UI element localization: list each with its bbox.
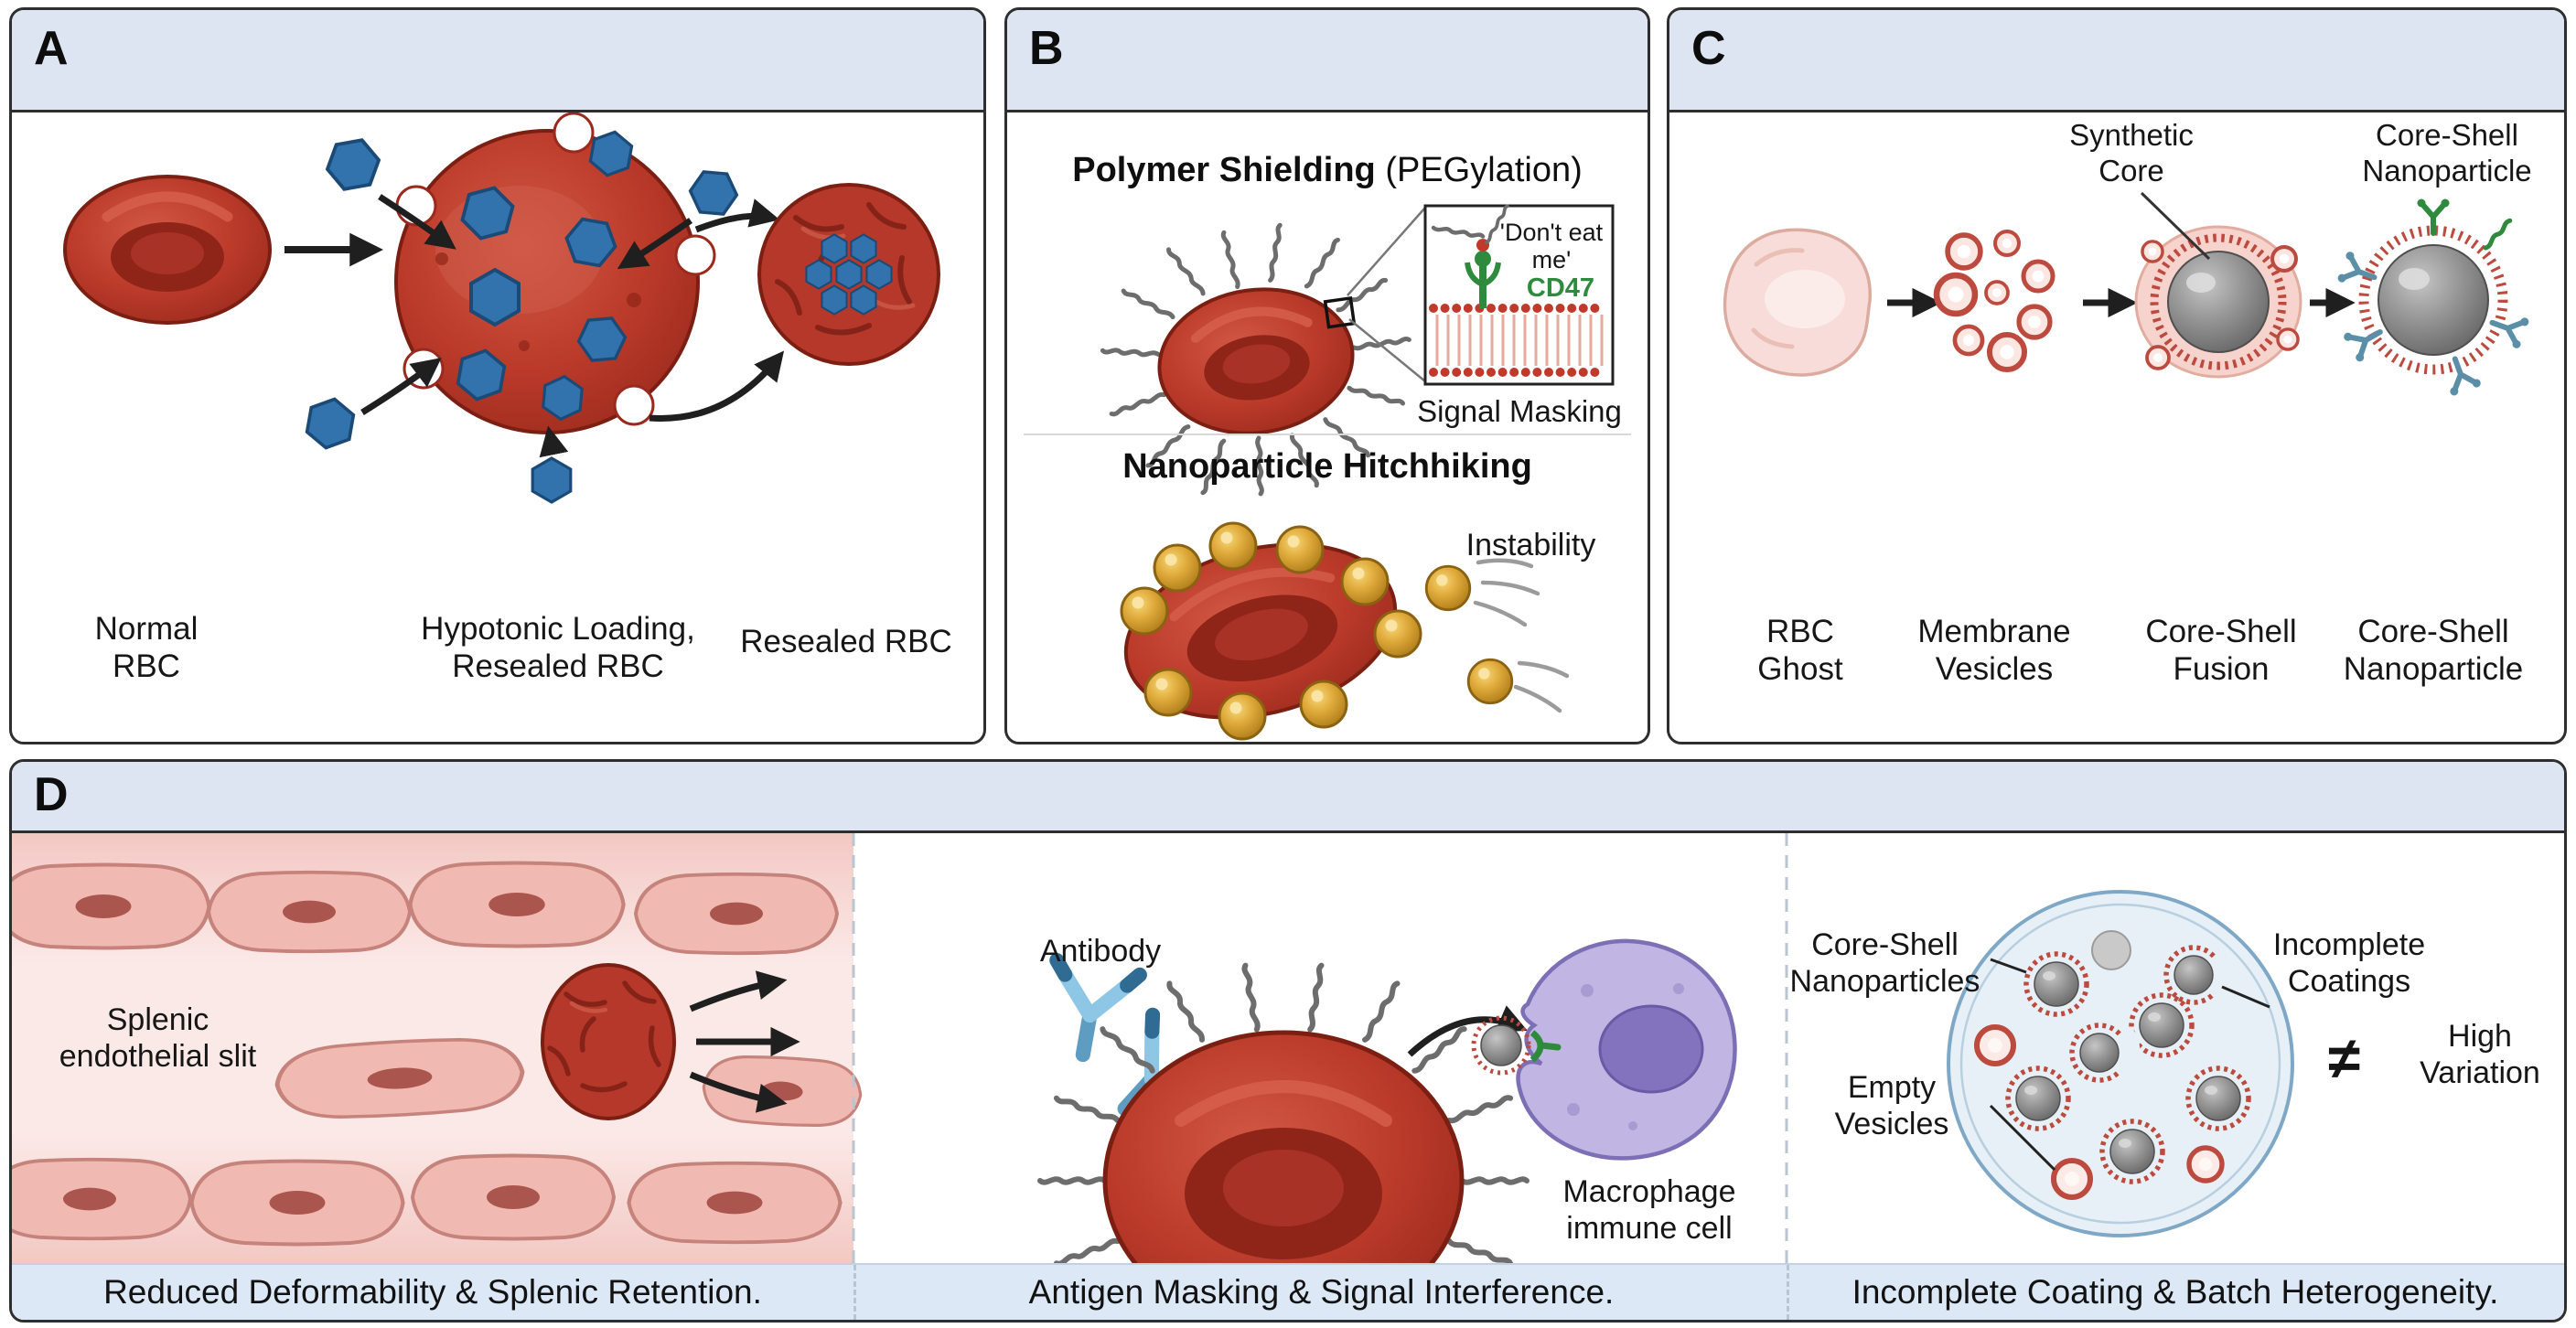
panel-d: D (9, 759, 2567, 1323)
membrane-vesicles-label: Membrane Vesicles (1917, 614, 2071, 688)
core-shell-top-label: Core-Shell Nanoparticle (2362, 118, 2532, 187)
caption-row: Reduced Deformability & Splenic Retentio… (12, 1263, 2564, 1320)
panel-a-letter: A (34, 22, 69, 75)
phagocytosis-arrow-icon (1407, 1005, 1528, 1057)
membrane-vesicles-icon (1937, 231, 2053, 369)
uncoated-core-icon (2091, 930, 2131, 970)
dish-pointer-lines (1989, 958, 2270, 1172)
pegylated-rbc-icon (1089, 209, 1428, 513)
resealed-rbc-label: Resealed RBC (740, 624, 952, 659)
panel-d-header: D (12, 762, 2564, 833)
macrophage-icon (1471, 938, 1737, 1161)
panel-c: C (1667, 7, 2567, 744)
normal-rbc-icon (63, 175, 272, 325)
squeezing-rbc-icon (541, 963, 676, 1120)
polymer-shielding-title-rest: (PEGylation) (1375, 151, 1583, 189)
panel-b-illustration (1024, 203, 1631, 741)
cd47-inset-icon (1423, 203, 1615, 386)
caption-batch-heterogeneity: Incomplete Coating & Batch Heterogeneity… (1787, 1265, 2561, 1320)
empty-vesicle-icon (2189, 1148, 2222, 1181)
pegylated-rbc-large-icon (1040, 965, 1527, 1263)
macrophage-label: Macrophage immune cell (1562, 1174, 1736, 1247)
empty-vesicle-icon (1977, 1027, 2013, 1064)
panel-c-illustration (1723, 191, 2564, 742)
normal-rbc-label: Normal RBC (94, 611, 199, 685)
instability-lines-icon (1473, 558, 1570, 713)
splenic-slit-illustration (12, 833, 864, 1263)
antibody-label: Antibody (1039, 934, 1162, 969)
panel-a-illustration (63, 112, 940, 504)
panel-a-header: A (12, 10, 983, 112)
panel-c-letter: C (1691, 22, 1726, 75)
empty-vesicles-label: Empty Vesicles (1834, 1070, 1949, 1142)
panel-a: A (9, 7, 986, 744)
synthetic-core-pointer (2140, 191, 2211, 261)
panel-d-letter: D (34, 768, 69, 821)
incomplete-coating-icon (2069, 1023, 2141, 1083)
dont-eat-me-label: 'Don't eat me' (1499, 219, 1604, 274)
panel-b-header: B (1007, 10, 1648, 112)
resealed-rbc-icon (757, 183, 940, 366)
rbc-ghost-label: RBC Ghost (1757, 614, 1843, 688)
flow-arrows-icon (689, 970, 800, 1113)
panel-d-illustration (12, 833, 2294, 1263)
hitchhiking-rbc-icon (1123, 542, 1398, 720)
hitchhiking-title: Nanoparticle Hitchhiking (1122, 447, 1532, 486)
core-shell-fusion-icon (2134, 225, 2302, 379)
core-shell-nanoparticles-label: Core-Shell Nanoparticles (1789, 927, 1980, 1000)
not-equal-symbol: ≠ (2328, 1025, 2361, 1091)
instability-label: Instability (1465, 528, 1596, 562)
caption-antigen-masking: Antigen Masking & Signal Interference. (853, 1265, 1787, 1320)
core-shell-nanoparticle-label: Core-Shell Nanoparticle (2343, 614, 2524, 688)
core-shell-fusion-label: Core-Shell Fusion (2145, 614, 2297, 688)
signal-masking-label: Signal Masking (1417, 394, 1622, 428)
panel-b: B (1004, 7, 1650, 744)
loading-arrows-icon (360, 194, 785, 458)
rbc-ghost-icon (1723, 228, 1872, 377)
empty-vesicle-icon (2054, 1161, 2090, 1197)
high-variation-label: High Variation (2420, 1019, 2540, 1091)
zoom-lines-icon (1347, 207, 1426, 382)
cd47-label: CD47 (1526, 273, 1595, 303)
caption-splenic-retention: Reduced Deformability & Splenic Retentio… (103, 1273, 762, 1311)
polymer-shielding-title-bold: Polymer Shielding (1072, 151, 1376, 189)
engulfed-particle-icon (1471, 1015, 1562, 1076)
core-shell-nanoparticle-icon (2336, 199, 2529, 397)
panel-c-header: C (1669, 10, 2564, 112)
cd47-receptor-icon (1465, 239, 1501, 308)
splenic-slit-label: Splenic endothelial slit (59, 1002, 257, 1075)
zoom-box-icon (1323, 295, 1357, 329)
hypotonic-loading-label: Hypotonic Loading, Resealed RBC (421, 611, 695, 685)
panel-b-letter: B (1029, 22, 1064, 75)
incomplete-coatings-label: Incomplete Coatings (2272, 927, 2426, 1000)
hypotonic-rbc-icon (394, 112, 716, 434)
batch-dish-icon (1947, 890, 2294, 1237)
synthetic-core-label: Synthetic Core (2069, 118, 2194, 187)
polymer-shielding-title: Polymer Shielding (PEGylation) (1007, 151, 1648, 190)
